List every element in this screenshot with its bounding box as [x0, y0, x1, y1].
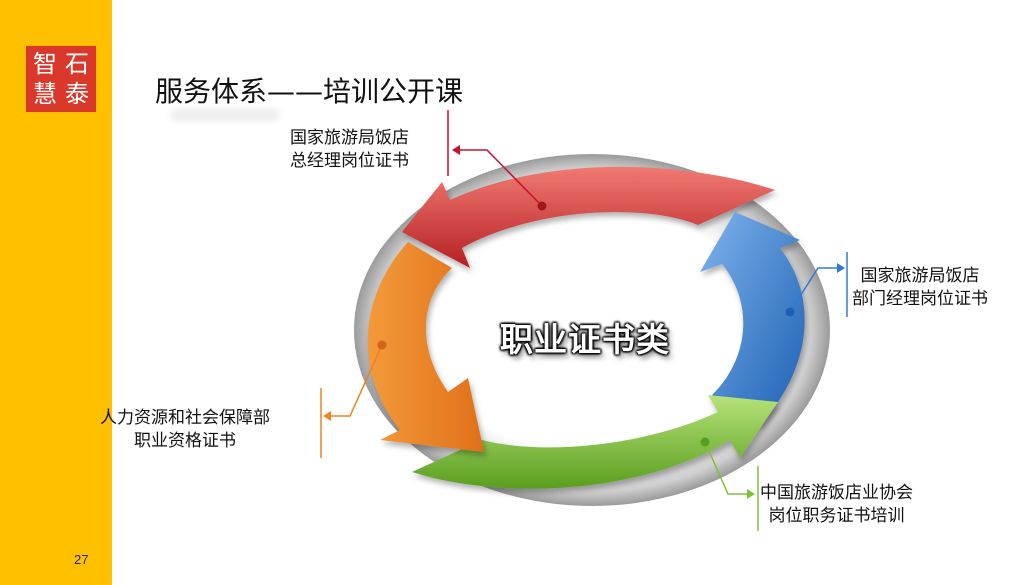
connector-right: [785, 252, 848, 317]
node-label-line: 部门经理岗位证书: [852, 289, 988, 309]
node-label-bottom: 中国旅游饭店业协会 岗位职务证书培训: [760, 482, 913, 528]
logo-char: 慧: [33, 80, 57, 108]
title-shadow: [170, 108, 280, 122]
page-title: 服务体系——培训公开课: [155, 75, 464, 108]
arrow-orange: [367, 242, 484, 452]
node-label-left: 人力资源和社会保障部 职业资格证书: [100, 407, 270, 453]
node-label-right: 国家旅游局饭店 部门经理岗位证书: [852, 265, 988, 311]
node-label-line: 岗位职务证书培训: [768, 506, 905, 526]
node-label-line: 职业资格证书: [134, 431, 236, 451]
node-label-line: 国家旅游局饭店: [290, 128, 409, 148]
logo: 智 石 慧 泰: [26, 46, 96, 112]
logo-char: 泰: [65, 80, 89, 108]
arrow-blue: [700, 212, 805, 425]
connector-bottom: [700, 437, 759, 531]
ring-hole: [412, 212, 772, 448]
node-label-line: 国家旅游局饭店: [860, 266, 980, 286]
center-label: 职业证书类: [500, 320, 670, 359]
logo-char: 智: [33, 50, 57, 78]
node-label-line: 中国旅游饭店业协会: [760, 483, 913, 503]
connector-top: [447, 110, 547, 211]
node-label-line: 人力资源和社会保障部: [100, 408, 270, 428]
page-number: 27: [74, 552, 89, 567]
connector-left: [320, 340, 387, 458]
logo-char: 石: [65, 50, 89, 78]
arrow-red: [402, 166, 775, 268]
node-label-top: 国家旅游局饭店 总经理岗位证书: [290, 127, 409, 173]
arrow-green: [412, 395, 778, 489]
node-label-line: 总经理岗位证书: [290, 151, 409, 171]
